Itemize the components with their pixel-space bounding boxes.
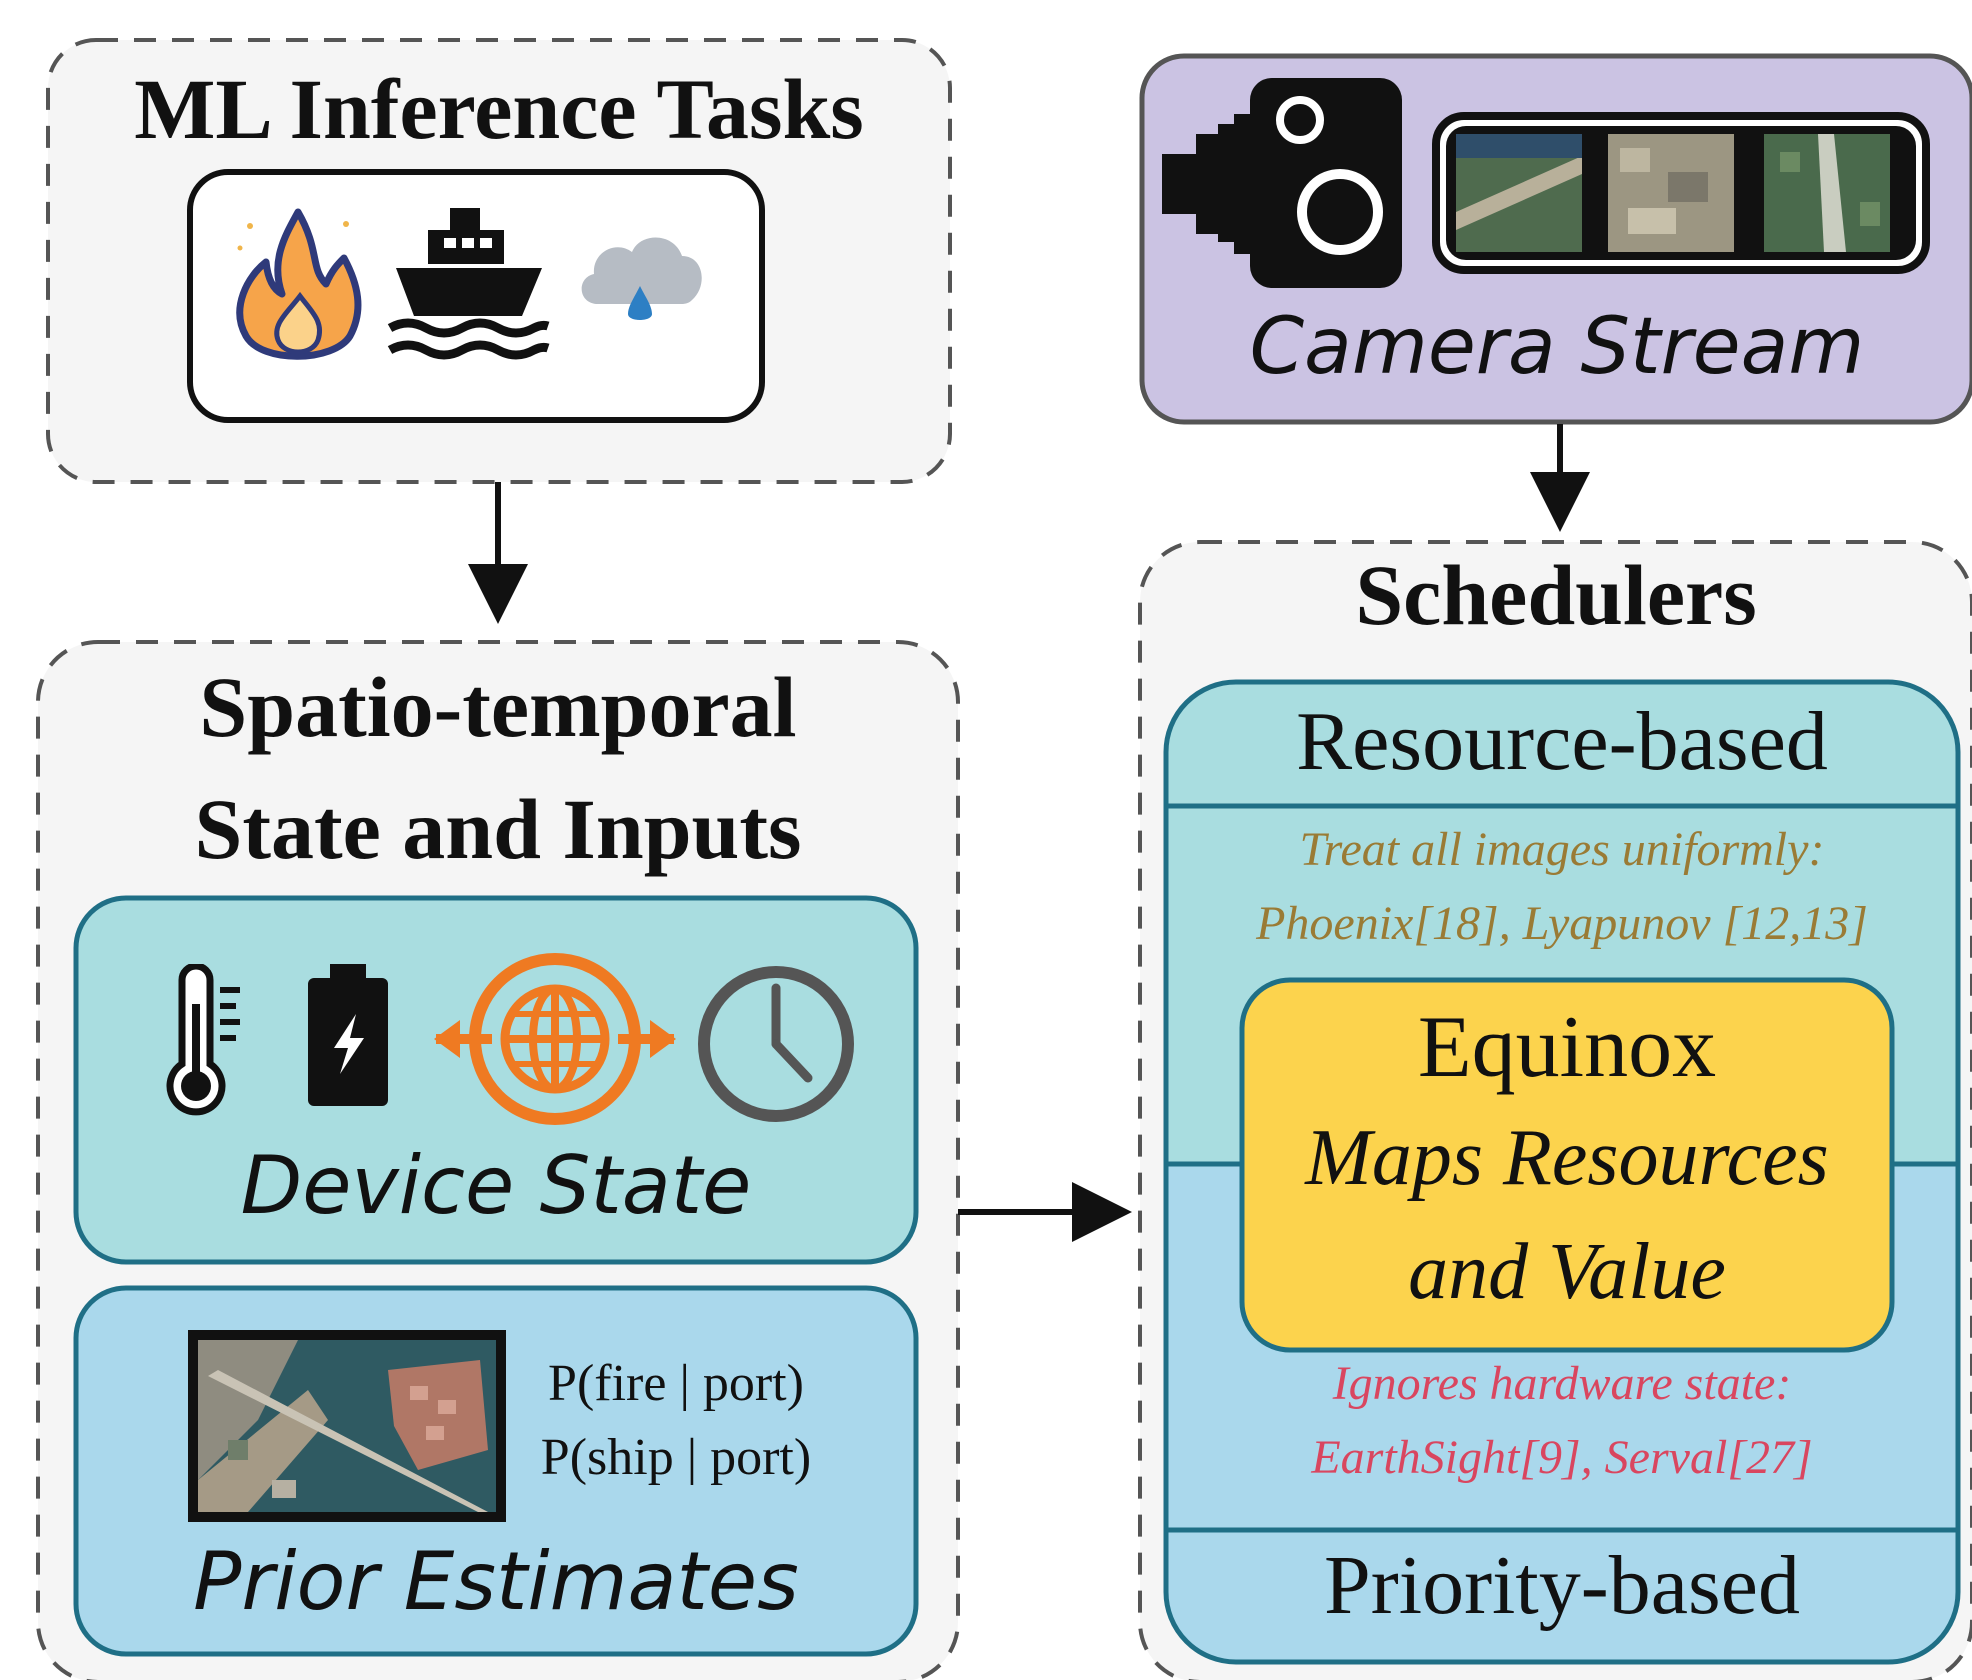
schedulers-title: Schedulers [1355, 547, 1757, 643]
priority-note-line1: Ignores hardware state: [1332, 1357, 1792, 1410]
resource-based-label: Resource-based [1296, 695, 1828, 788]
camera-icon [1162, 78, 1402, 288]
prob-ship-port: P(ship | port) [540, 1429, 812, 1486]
state-title-line2: State and Inputs [194, 781, 802, 877]
priority-note-line2: EarthSight[9], Serval[27] [1311, 1431, 1813, 1484]
image-strip-icon [1432, 112, 1930, 274]
equinox-title: Equinox [1417, 999, 1717, 1096]
fire-icon [236, 208, 362, 360]
ship-icon [387, 208, 550, 360]
tasks-title: ML Inference Tasks [134, 61, 864, 157]
equinox-line1: Maps Resources [1305, 1114, 1829, 1202]
prob-fire-port: P(fire | port) [548, 1355, 804, 1412]
thermometer-icon [166, 964, 240, 1116]
network-globe-icon [434, 953, 676, 1125]
state-title-line1: Spatio-temporal [199, 659, 797, 755]
resource-note-line1: Treat all images uniformly: [1299, 823, 1825, 876]
device-state-label: Device State [240, 1139, 752, 1232]
device-state-box [73, 895, 919, 1265]
camera-label: Camera Stream [1249, 302, 1865, 392]
equinox-line2: and Value [1408, 1228, 1726, 1316]
battery-icon [308, 964, 388, 1106]
satellite-image-icon [188, 1330, 506, 1522]
rain-cloud-icon [581, 237, 702, 320]
equinox-box [1239, 977, 1895, 1353]
priority-based-label: Priority-based [1324, 1539, 1800, 1632]
resource-note-line2: Phoenix[18], Lyapunov [12,13] [1256, 897, 1868, 950]
clock-icon [698, 966, 854, 1122]
prior-estimates-label: Prior Estimates [193, 1535, 799, 1628]
